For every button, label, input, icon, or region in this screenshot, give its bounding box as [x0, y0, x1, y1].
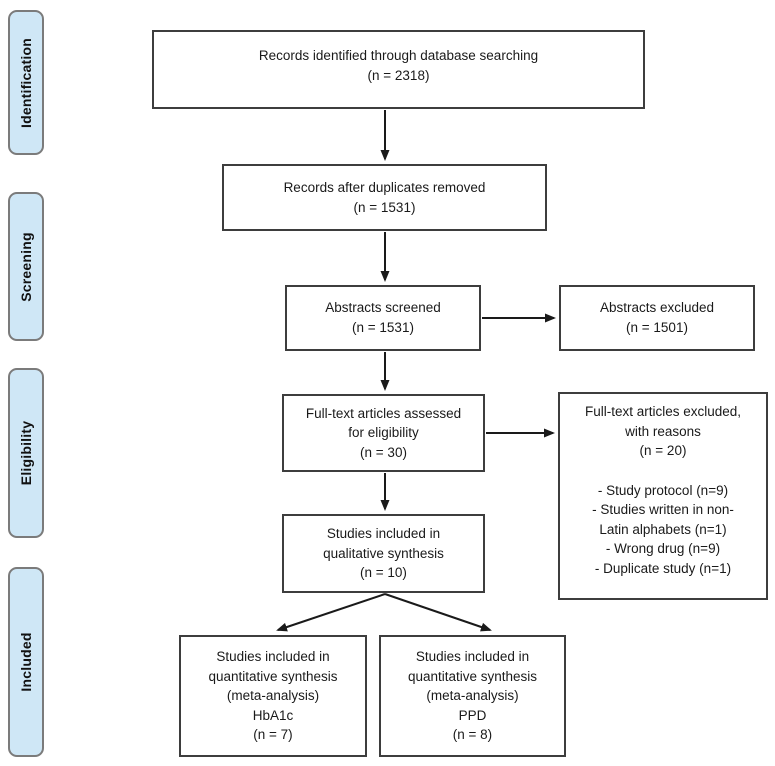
stage-eligibility-label: Eligibility	[18, 420, 34, 486]
stage-eligibility: Eligibility	[8, 368, 44, 538]
box-abstracts-screened-text: Abstracts screened (n = 1531)	[325, 300, 441, 335]
box-quantitative-hba1c-text: Studies included in quantitative synthes…	[208, 649, 338, 743]
stage-included-label: Included	[18, 632, 34, 692]
arrow-qualitative-to-ppd	[384, 593, 492, 632]
stage-identification-label: Identification	[18, 37, 34, 128]
box-records-after-duplicates-text: Records after duplicates removed (n = 15…	[283, 179, 486, 215]
arrow-qualitative-to-hba1c	[276, 593, 386, 632]
stage-included: Included	[8, 567, 44, 757]
box-fulltext-assessed-text: Full-text articles assessed for eligibil…	[305, 405, 462, 460]
stage-identification: Identification	[8, 10, 44, 155]
box-fulltext-excluded: Full-text articles excluded, with reason…	[558, 392, 768, 600]
box-abstracts-excluded: Abstracts excluded (n = 1501)	[559, 285, 755, 351]
box-quantitative-ppd-text: Studies included in quantitative synthes…	[407, 649, 538, 743]
box-records-identified: Records identified through database sear…	[152, 30, 645, 109]
box-fulltext-excluded-header: Full-text articles excluded, with reason…	[584, 404, 742, 459]
stage-screening: Screening	[8, 192, 44, 341]
box-qualitative-synthesis-text: Studies included in qualitative synthesi…	[323, 526, 444, 581]
box-abstracts-screened: Abstracts screened (n = 1531)	[285, 285, 481, 351]
box-quantitative-hba1c: Studies included in quantitative synthes…	[179, 635, 367, 757]
box-fulltext-excluded-reasons: - Study protocol (n=9) - Studies written…	[592, 482, 734, 576]
stage-screening-label: Screening	[18, 231, 34, 302]
box-fulltext-assessed: Full-text articles assessed for eligibil…	[282, 394, 485, 472]
box-records-identified-text: Records identified through database sear…	[258, 48, 539, 83]
box-quantitative-ppd: Studies included in quantitative synthes…	[379, 635, 566, 757]
box-qualitative-synthesis: Studies included in qualitative synthesi…	[282, 514, 485, 593]
box-abstracts-excluded-text: Abstracts excluded (n = 1501)	[599, 300, 715, 335]
box-records-after-duplicates: Records after duplicates removed (n = 15…	[222, 164, 547, 231]
